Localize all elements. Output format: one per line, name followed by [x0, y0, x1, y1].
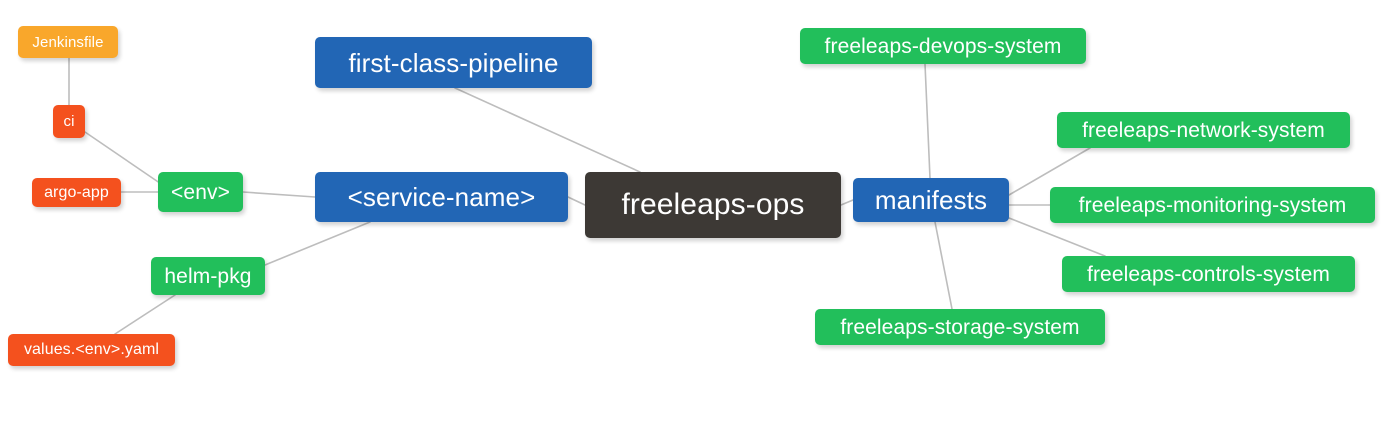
mindmap-node-label: freeleaps-controls-system: [1087, 262, 1330, 286]
mindmap-node-label: manifests: [874, 185, 988, 215]
mindmap-edge: [114, 294, 176, 335]
mindmap-node-freeleaps-ops[interactable]: freeleaps-ops: [585, 172, 841, 238]
mindmap-node-freeleaps-monitoring-system[interactable]: freeleaps-monitoring-system: [1050, 187, 1375, 223]
mindmap-node-label: freeleaps-network-system: [1082, 118, 1325, 142]
mindmap-edge: [924, 63, 931, 179]
mindmap-node-argo-app[interactable]: argo-app: [32, 178, 121, 207]
mindmap-edge: [264, 221, 371, 266]
mindmap-node-freeleaps-controls-system[interactable]: freeleaps-controls-system: [1062, 256, 1355, 292]
mindmap-node-label: values.<env>.yaml: [23, 341, 160, 358]
mindmap-edge: [1008, 217, 1106, 257]
mindmap-edge: [454, 87, 641, 173]
mindmap-node-label: helm-pkg: [164, 264, 252, 288]
mindmap-node-first-class-pipeline[interactable]: first-class-pipeline: [315, 37, 592, 88]
mindmap-node-label: <service-name>: [347, 182, 536, 212]
mindmap-edge: [934, 221, 953, 310]
mindmap-node-label: ci: [63, 113, 75, 130]
mindmap-node-env[interactable]: <env>: [158, 172, 243, 212]
mindmap-node-label: freeleaps-monitoring-system: [1078, 193, 1347, 217]
mindmap-node-values-env-yaml[interactable]: values.<env>.yaml: [8, 334, 175, 366]
mindmap-node-freeleaps-storage-system[interactable]: freeleaps-storage-system: [815, 309, 1105, 345]
mindmap-node-service-name[interactable]: <service-name>: [315, 172, 568, 222]
mindmap-node-freeleaps-devops-system[interactable]: freeleaps-devops-system: [800, 28, 1086, 64]
mindmap-node-jenkinsfile[interactable]: Jenkinsfile: [18, 26, 118, 58]
mindmap-edge: [840, 199, 854, 206]
mindmap-node-freeleaps-network-system[interactable]: freeleaps-network-system: [1057, 112, 1350, 148]
mindmap-node-label: <env>: [171, 180, 230, 204]
mindmap-node-helm-pkg[interactable]: helm-pkg: [151, 257, 265, 295]
mindmap-edge: [242, 191, 316, 198]
mindmap-node-label: freeleaps-ops: [621, 188, 805, 221]
mindmap-node-label: argo-app: [44, 183, 109, 201]
mindmap-node-manifests[interactable]: manifests: [853, 178, 1009, 222]
mindmap-node-label: freeleaps-storage-system: [840, 315, 1080, 339]
mindmap-node-ci[interactable]: ci: [53, 105, 85, 138]
mindmap-node-label: first-class-pipeline: [348, 47, 559, 78]
mindmap-edge: [567, 196, 586, 206]
mindmap-node-label: Jenkinsfile: [32, 33, 104, 51]
mindmap-node-label: freeleaps-devops-system: [824, 34, 1062, 58]
